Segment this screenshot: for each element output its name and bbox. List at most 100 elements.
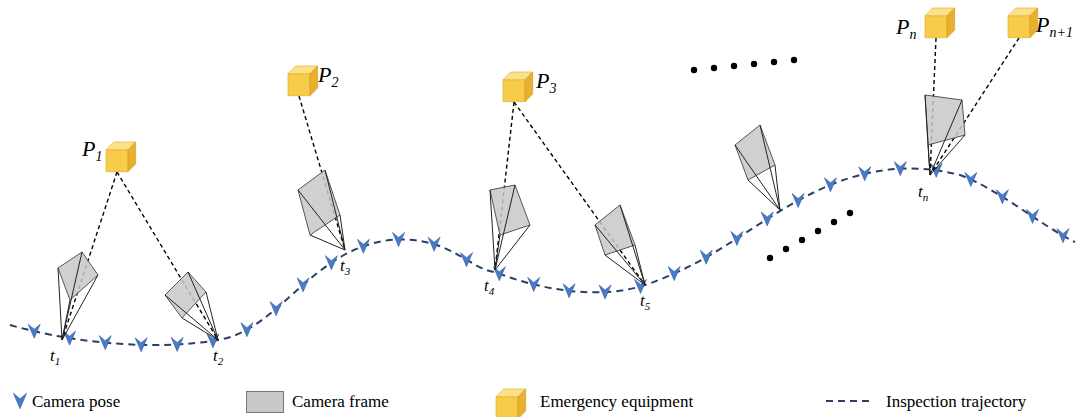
frustum-edge (58, 268, 62, 340)
legend-text: Inspection trajectory (886, 393, 1026, 410)
equipment-label: Pn (896, 16, 916, 42)
legend-text: Camera frame (292, 393, 389, 410)
camera-pose (99, 336, 111, 350)
cube-front (925, 16, 947, 38)
camera-pose (28, 324, 40, 338)
cube-front (106, 150, 128, 172)
frustum-edge (775, 165, 780, 210)
inspection-trajectory (10, 168, 1075, 345)
legend-line (826, 400, 874, 402)
frustum-edge (188, 272, 218, 340)
camera-pose (894, 162, 906, 176)
frustum-edge (930, 135, 965, 175)
frustum-edge (62, 275, 98, 340)
camera-frame (165, 272, 206, 318)
camera-pose (700, 250, 712, 264)
camera-pose (528, 277, 540, 291)
frustum-edge (62, 300, 70, 340)
frustum-edge (325, 170, 345, 250)
camera-pose (965, 173, 977, 187)
frustum-edge (928, 145, 930, 175)
frustum-edge (620, 205, 645, 285)
camera-frame (595, 205, 635, 255)
legend-text: Emergency equipment (540, 393, 693, 410)
cube-side (128, 142, 136, 172)
frustum-edge (206, 292, 218, 340)
camera-pose (270, 302, 282, 316)
cube-side (518, 389, 526, 417)
equipment-label: Pn+1 (1036, 14, 1073, 40)
frustum-edge (310, 235, 345, 250)
time-label: t4 (484, 277, 494, 297)
camera-pose (996, 190, 1008, 204)
camera-pose (792, 194, 804, 208)
time-label: t1 (50, 347, 60, 367)
time-label: t2 (213, 347, 223, 367)
frustum-edge (182, 318, 218, 340)
frustum-edge (62, 252, 82, 340)
camera-poses (28, 162, 1069, 352)
sight-line (62, 172, 117, 340)
cameras (58, 95, 965, 340)
frustum-edge (930, 100, 962, 175)
frustum-edge (495, 235, 500, 270)
camera-frame (925, 95, 965, 145)
camera-pose (325, 256, 337, 270)
camera-frame (298, 170, 340, 235)
camera-pose (563, 284, 575, 298)
time-label: t5 (640, 292, 650, 312)
camera-frame (490, 185, 530, 235)
sight-line (117, 172, 218, 340)
camera-pose (1057, 229, 1069, 243)
cube-side (525, 72, 533, 102)
frustum-edge (925, 95, 930, 175)
camera-pose (13, 393, 26, 408)
equipment-label: P2 (318, 64, 338, 90)
legend-samples (13, 389, 874, 417)
time-label: t3 (340, 257, 350, 277)
camera-pose (761, 212, 773, 226)
frustum-edge (735, 145, 780, 210)
camera-pose (357, 239, 369, 253)
camera-pose (1027, 209, 1039, 223)
equipment-cubes (106, 8, 1038, 172)
camera-pose (428, 237, 440, 251)
camera-pose (461, 253, 473, 267)
frustum-edge (748, 180, 780, 210)
camera-pose (171, 337, 183, 351)
cube-front (496, 397, 518, 417)
camera-pose (731, 231, 743, 245)
camera-pose (599, 285, 611, 299)
frustum-edge (490, 190, 495, 270)
sight-lines (62, 38, 1019, 340)
cube-front (1008, 16, 1030, 38)
camera-pose (824, 178, 836, 192)
frustum-edge (595, 225, 645, 285)
camera-pose (393, 233, 405, 247)
frustum-edge (605, 255, 645, 285)
cube-front (503, 80, 525, 102)
ellipsis-dots (691, 57, 853, 261)
equipment-label: P1 (82, 138, 102, 164)
legend-text: Camera pose (32, 393, 120, 410)
cube-front (288, 74, 310, 96)
camera-pose (297, 278, 309, 292)
cube-side (947, 8, 955, 38)
equipment-label: P3 (536, 70, 556, 96)
frustum-edge (495, 225, 530, 270)
legend-swatch (246, 391, 284, 413)
sight-line (299, 96, 345, 250)
cube-side (310, 66, 318, 96)
frustum-edge (165, 295, 218, 340)
camera-pose (241, 323, 253, 337)
camera-pose (668, 267, 680, 281)
frustum-edge (760, 125, 780, 210)
camera-frame (58, 252, 98, 300)
camera-pose (135, 338, 147, 352)
frustum-edge (340, 215, 345, 250)
camera-pose (859, 167, 871, 181)
camera-frame (735, 125, 775, 180)
time-label: tn (918, 183, 928, 203)
